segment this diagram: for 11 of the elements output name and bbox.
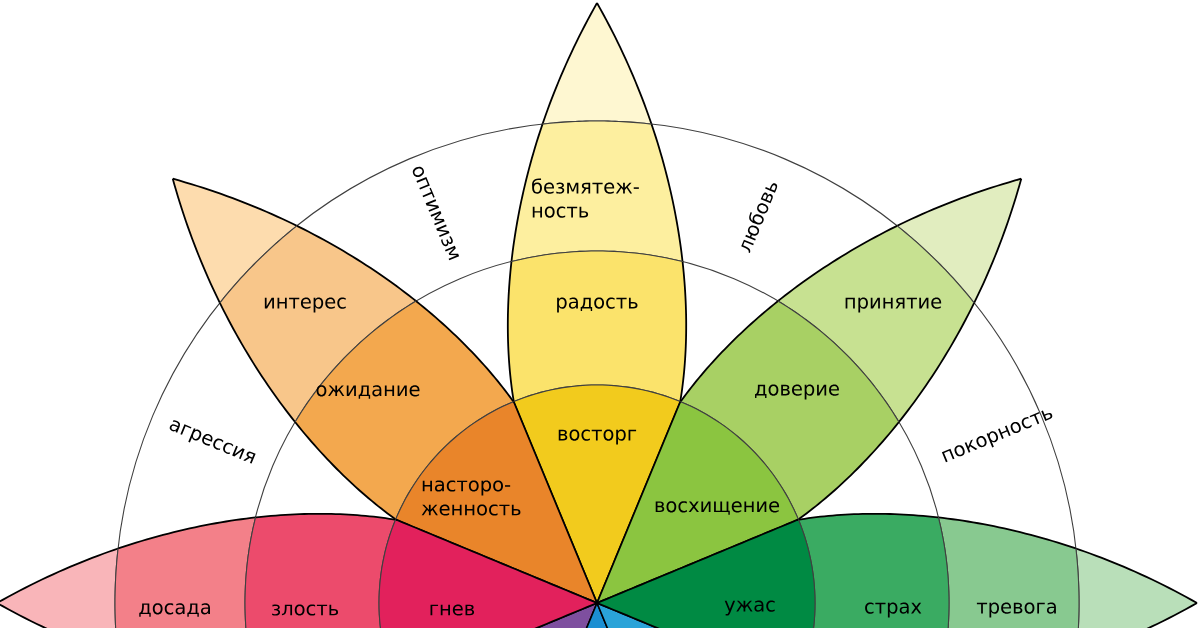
petal-band: ужас [596,518,816,628]
petal-band: злость [244,512,397,628]
petal-band: досада [114,516,257,628]
petal-tip [541,2,653,125]
petal-band: тревога [937,516,1080,628]
petal-tip [0,547,119,628]
petal-tip [1075,547,1198,628]
petal-band: радость [506,250,688,403]
petal-band: безмятеж- ность [510,120,684,263]
petal-band: гнев [378,518,598,628]
petal-band: страх [797,512,950,628]
